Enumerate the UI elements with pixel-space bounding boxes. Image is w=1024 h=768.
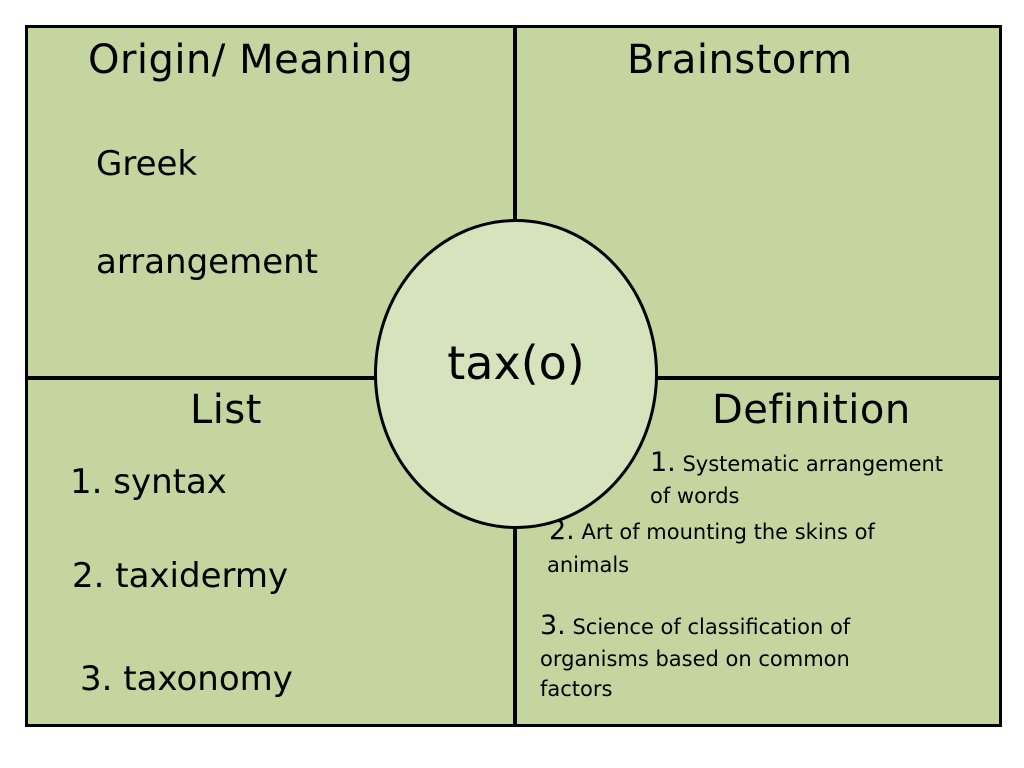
definition-text-2: Art of mounting the skins of [581,520,875,544]
definition-text-1: Systematic arrangement [682,452,944,476]
origin-item-greek: Greek [96,144,198,184]
definition-number-3: 3. [540,610,566,641]
definition-item-3-cont2: factors [540,677,613,701]
brainstorm-heading: Brainstorm [627,37,853,83]
definition-item-2-cont: animals [547,553,630,577]
definition-item-3-cont: organisms based on common [540,647,850,671]
list-item-syntax: 1. syntax [70,462,227,502]
definition-item-1-cont: of words [650,484,740,508]
origin-item-arrangement: arrangement [96,242,318,282]
center-circle [374,219,658,529]
definition-number-1: 1. [650,447,676,478]
list-item-taxidermy: 2. taxidermy [72,556,289,596]
list-heading: List [190,387,262,433]
origin-meaning-heading: Origin/ Meaning [88,37,414,83]
definition-item-1: 1. Systematic arrangement [650,447,943,480]
definition-item-3: 3. Science of classification of [540,610,850,643]
definition-heading: Definition [712,387,911,433]
list-item-taxonomy: 3. taxonomy [80,659,293,699]
center-word: tax(o) [447,336,585,390]
definition-text-3: Science of classification of [572,615,851,639]
definition-item-2: 2. Art of mounting the skins of [549,515,875,548]
